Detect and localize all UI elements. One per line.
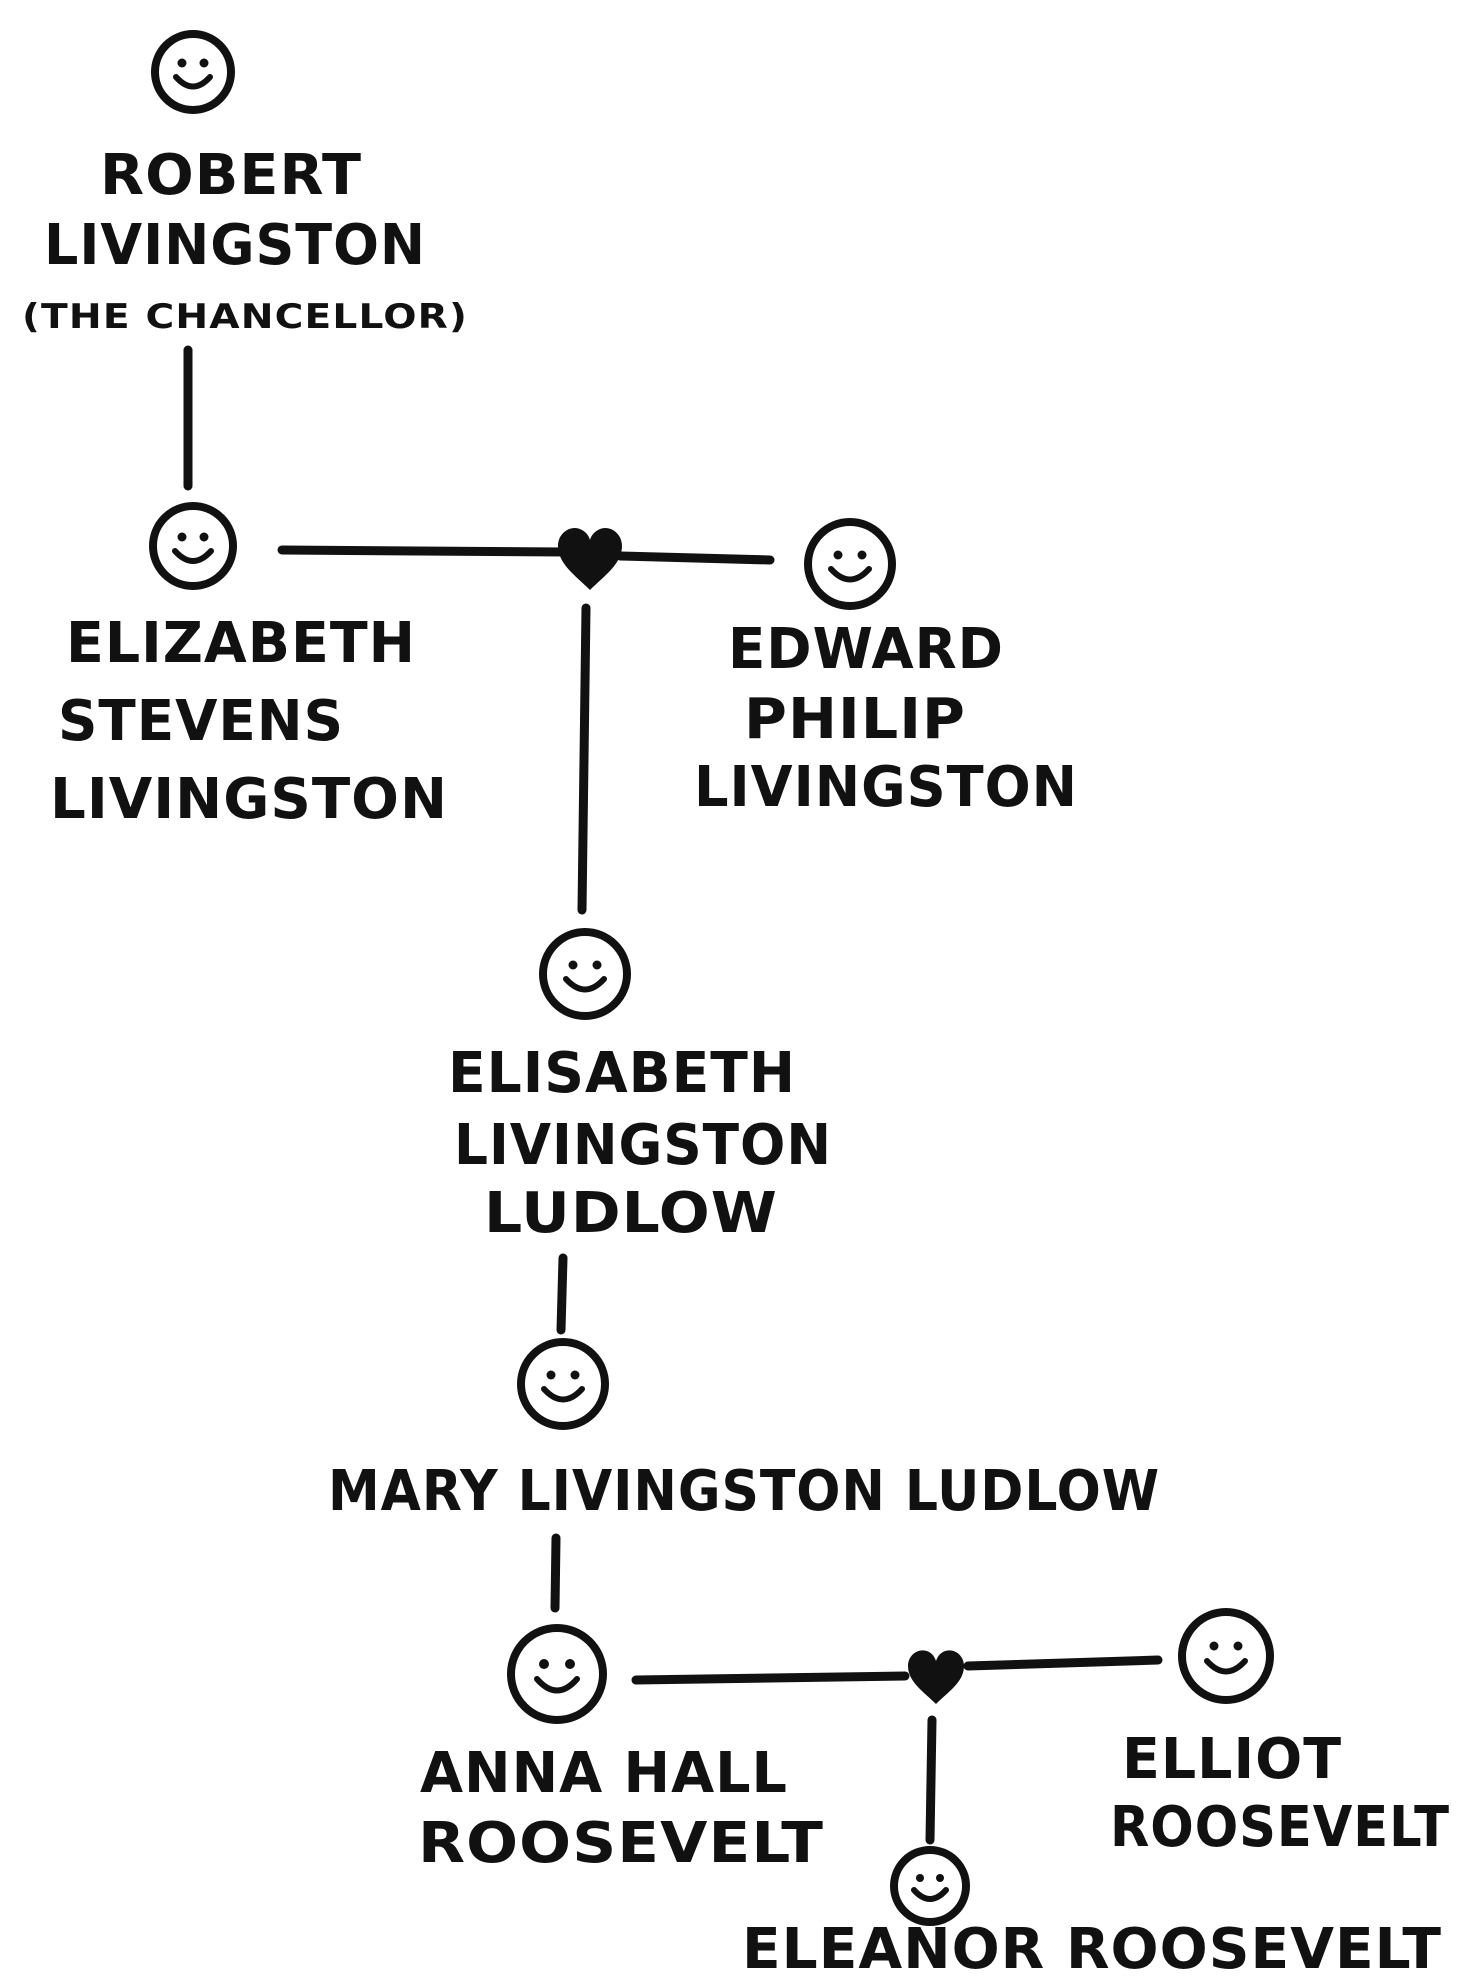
person-eleanor-roosevelt: ELEANOR ROOSEVELT	[742, 1917, 1442, 1976]
person-mary-livingston-ludlow: MARY LIVINGSTON LUDLOW	[328, 1459, 1160, 1524]
anna-name-line-2: ROOSEVELT	[418, 1811, 824, 1876]
anna-name-line-1: ANNA HALL	[420, 1741, 788, 1806]
smiley-face-icon-elliot	[1178, 1608, 1274, 1704]
elliot-name-line-1: ELLIOT	[1122, 1727, 1342, 1792]
mary-name: MARY LIVINGSTON LUDLOW	[328, 1459, 1160, 1524]
line-anna-to-heart	[631, 1671, 910, 1685]
edward-name-line-3: LIVINGSTON	[694, 755, 1078, 820]
heart-icon	[908, 1650, 964, 1704]
smiley-face-icon-eleanor	[890, 1846, 970, 1926]
person-elizabeth-stevens-livingston: ELIZABETH STEVENS LIVINGSTON	[50, 611, 448, 832]
robert-name-line-1: ROBERT	[100, 143, 362, 208]
heart-icon	[558, 527, 622, 590]
elliot-name-line-2: ROOSEVELT	[1110, 1795, 1450, 1860]
person-anna-hall-roosevelt: ANNA HALL ROOSEVELT	[418, 1741, 824, 1876]
person-robert-livingston: ROBERT LIVINGSTON (THE CHANCELLOR)	[22, 143, 468, 337]
person-elisabeth-livingston-ludlow: ELISABETH LIVINGSTON LUDLOW	[448, 1041, 832, 1246]
elisabeth-ludlow-name-line-3: LUDLOW	[484, 1181, 778, 1246]
line-heart-to-elliot	[963, 1655, 1163, 1671]
line-elizabeth-to-heart	[277, 545, 570, 557]
smiley-face-icon-edward	[804, 518, 896, 610]
smiley-face-icon-elizabeth-stevens	[149, 502, 237, 590]
elizabeth-stevens-name-line-1: ELIZABETH	[66, 611, 416, 676]
robert-note: (THE CHANCELLOR)	[22, 297, 468, 337]
edward-name-line-2: PHILIP	[744, 687, 966, 752]
smiley-face-icon-anna	[507, 1624, 607, 1724]
smiley-face-icon-mary	[517, 1338, 609, 1430]
person-elliot-roosevelt: ELLIOT ROOSEVELT	[1110, 1727, 1450, 1860]
eleanor-name: ELEANOR ROOSEVELT	[742, 1917, 1442, 1976]
line-heart-to-elisabeth	[577, 603, 591, 915]
elisabeth-ludlow-name-line-1: ELISABETH	[448, 1041, 796, 1106]
elizabeth-stevens-name-line-3: LIVINGSTON	[50, 767, 448, 832]
line-heart-to-edward	[615, 551, 775, 565]
elizabeth-stevens-name-line-2: STEVENS	[58, 689, 344, 754]
line-elisabeth-to-mary	[556, 1253, 568, 1335]
smiley-face-icon-elisabeth-ludlow	[539, 928, 631, 1020]
robert-name-line-2: LIVINGSTON	[44, 213, 426, 278]
line-mary-to-anna	[550, 1533, 561, 1613]
elisabeth-ludlow-name-line-2: LIVINGSTON	[454, 1113, 832, 1178]
person-edward-philip-livingston: EDWARD PHILIP LIVINGSTON	[694, 617, 1078, 820]
line-heart-to-eleanor	[925, 1715, 937, 1845]
smiley-face-icon-robert	[151, 30, 235, 114]
edward-name-line-1: EDWARD	[728, 617, 1004, 682]
